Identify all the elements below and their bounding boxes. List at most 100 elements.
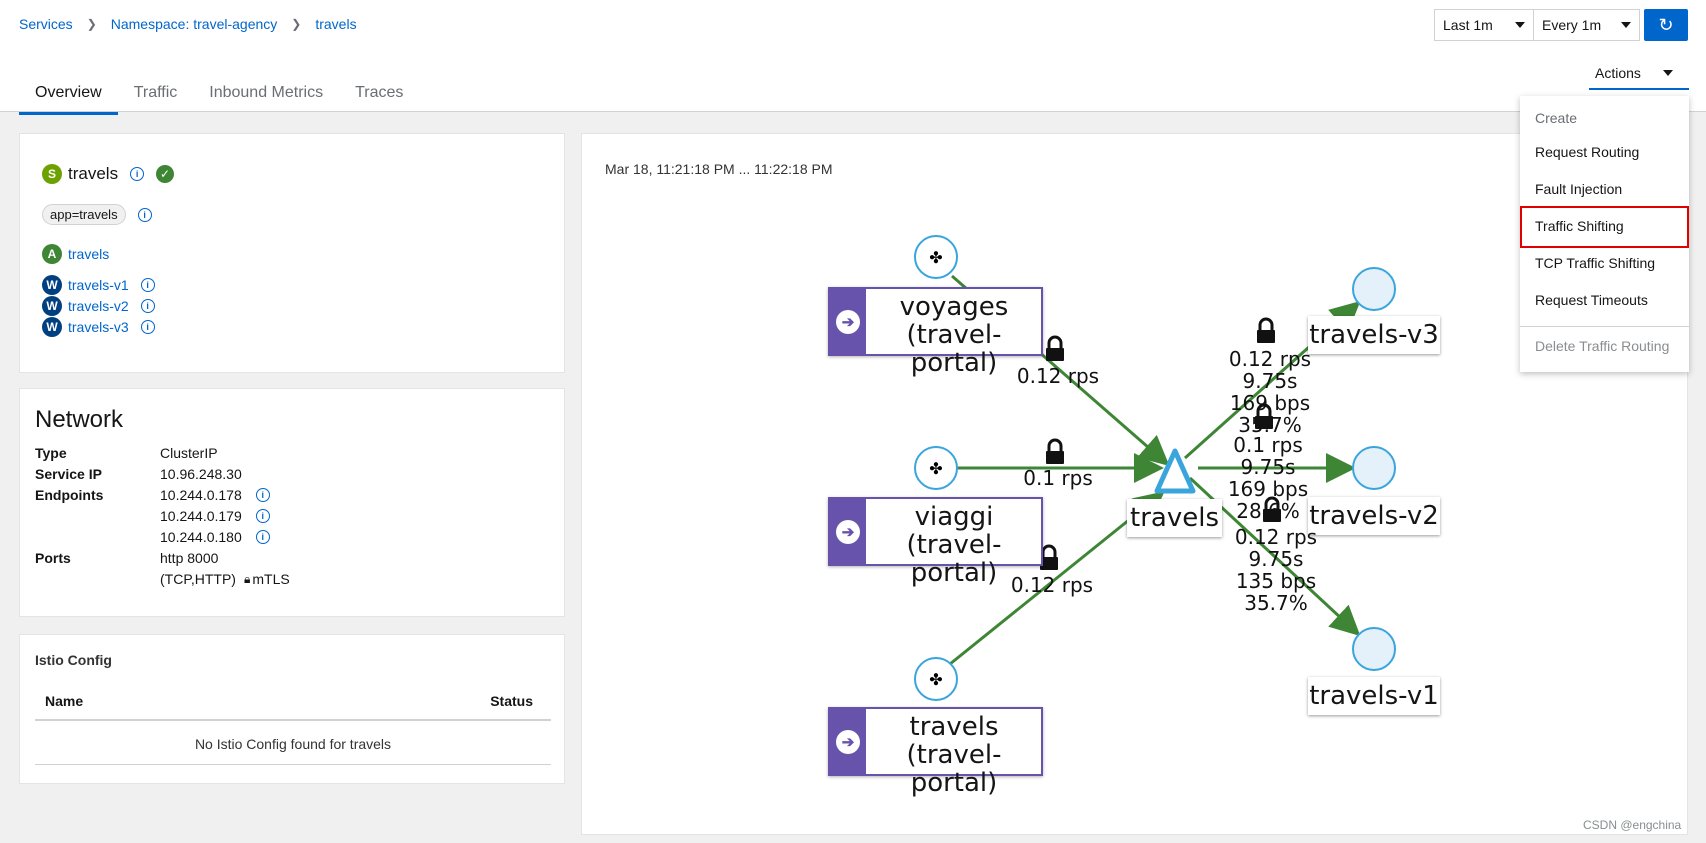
- node-name: travels: [909, 712, 999, 742]
- workload-badge: W: [42, 296, 62, 316]
- duration-value: Last 1m: [1443, 17, 1493, 33]
- info-icon[interactable]: i: [140, 278, 155, 292]
- workload-row: W travels-v1 i: [42, 275, 155, 295]
- edge-throughput: 169 bps: [1229, 391, 1311, 415]
- menu-item-tcp-traffic-shifting[interactable]: TCP Traffic Shifting: [1535, 255, 1656, 271]
- sync-icon: ↻: [1658, 14, 1674, 35]
- port-protocol-row: (TCP,HTTP) 🔒︎ mTLS: [160, 571, 290, 587]
- menu-item-traffic-shifting[interactable]: Traffic Shifting: [1535, 218, 1624, 234]
- chevron-right-icon: ❯: [86, 17, 97, 31]
- info-icon[interactable]: i: [130, 167, 145, 181]
- node-label-v1[interactable]: travels-v1: [1308, 677, 1440, 715]
- tab-overview[interactable]: Overview: [19, 76, 118, 115]
- edge-rps: 0.1 rps: [1233, 433, 1303, 457]
- source-node-travels-portal[interactable]: ✤: [914, 657, 958, 701]
- info-icon[interactable]: i: [140, 299, 155, 313]
- edge-latency: 9.75s: [1242, 369, 1298, 393]
- node-label-viaggi[interactable]: ➔ viaggi (travel-portal): [828, 497, 1043, 587]
- node-name: voyages: [899, 292, 1009, 322]
- node-label-voyages[interactable]: ➔ voyages (travel-portal): [828, 287, 1043, 377]
- endpoint-ip: 10.244.0.179: [160, 508, 242, 524]
- workload-node-v1[interactable]: [1352, 627, 1396, 671]
- endpoint-ip: 10.244.0.178: [160, 487, 242, 503]
- service-node-travels[interactable]: [1154, 448, 1196, 494]
- info-icon[interactable]: i: [140, 320, 155, 334]
- type-value: ClusterIP: [160, 445, 218, 461]
- arrow-right-icon: ➔: [836, 729, 860, 754]
- refresh-button[interactable]: ↻: [1644, 9, 1688, 41]
- menu-item-request-timeouts[interactable]: Request Timeouts: [1535, 292, 1648, 308]
- workload-badge: W: [42, 317, 62, 337]
- menu-divider: [1520, 326, 1689, 327]
- tab-traces[interactable]: Traces: [355, 84, 404, 101]
- watermark: CSDN @engchina: [1583, 818, 1682, 832]
- edge-rps: 0.12 rps: [1228, 347, 1312, 371]
- edge-rps: 0.12 rps: [1234, 525, 1318, 549]
- info-icon[interactable]: i: [137, 207, 152, 222]
- edge-percentage: 35.7%: [1244, 591, 1308, 615]
- edge-label-viaggi: 0.1 rps: [1023, 466, 1093, 490]
- network-icon: ✤: [929, 248, 942, 267]
- workload-badge: W: [42, 275, 62, 295]
- highlight-box: [1520, 206, 1689, 248]
- mtls-label: mTLS: [252, 571, 290, 587]
- edge-percentage: 28.6%: [1236, 499, 1300, 523]
- lock-icon: [1046, 335, 1064, 361]
- edge-label-voyages: 0.12 rps: [1016, 364, 1100, 388]
- workload-link[interactable]: travels-v1: [68, 277, 129, 293]
- edge-throughput: 169 bps: [1227, 477, 1309, 501]
- endpoint-row: 10.244.0.178 i: [160, 487, 270, 503]
- actions-menu: Create Request Routing Fault Injection T…: [1520, 96, 1689, 372]
- workload-node-v3[interactable]: [1352, 267, 1396, 311]
- service-ip-label: Service IP: [35, 466, 102, 482]
- workload-node-v2[interactable]: [1352, 446, 1396, 490]
- refresh-interval-select[interactable]: Every 1m: [1533, 9, 1640, 41]
- workload-link[interactable]: travels-v2: [68, 298, 129, 314]
- node-label-v3[interactable]: travels-v3: [1308, 316, 1440, 354]
- menu-item-fault-injection[interactable]: Fault Injection: [1535, 181, 1623, 197]
- service-description-card: S travels i ✓ app=travels i A travels W …: [19, 133, 565, 373]
- source-node-voyages[interactable]: ✤: [914, 235, 958, 279]
- breadcrumb: Services ❯ Namespace: travel-agency ❯ tr…: [19, 16, 357, 32]
- info-icon[interactable]: i: [255, 530, 270, 544]
- lock-icon: [1257, 317, 1275, 343]
- info-icon[interactable]: i: [255, 488, 270, 502]
- actions-button[interactable]: Actions: [1589, 58, 1689, 90]
- node-namespace: (travel-portal): [906, 530, 1002, 588]
- network-card: Network Type ClusterIP Service IP 10.96.…: [19, 388, 565, 617]
- breadcrumb-namespace[interactable]: Namespace: travel-agency: [110, 16, 278, 32]
- app-badge: A: [42, 244, 62, 264]
- service-ip-value: 10.96.248.30: [160, 466, 242, 482]
- caret-down-icon: [1663, 70, 1673, 76]
- tabs: Overview Traffic Inbound Metrics Traces: [19, 76, 419, 115]
- type-label: Type: [35, 445, 67, 461]
- menu-item-request-routing[interactable]: Request Routing: [1535, 144, 1640, 160]
- node-label-travels-portal[interactable]: ➔ travels (travel-portal): [828, 707, 1043, 797]
- tab-traffic[interactable]: Traffic: [133, 84, 178, 101]
- node-label-service[interactable]: travels: [1127, 499, 1222, 537]
- info-icon[interactable]: i: [255, 509, 270, 523]
- lock-icon: 🔒︎: [243, 571, 251, 586]
- node-label-v2[interactable]: travels-v2: [1308, 497, 1440, 535]
- edge-latency: 9.75s: [1248, 547, 1304, 571]
- service-name: travels: [68, 164, 119, 183]
- edge-latency: 9.75s: [1240, 455, 1296, 479]
- lock-icon: [1255, 403, 1273, 429]
- endpoint-row: 10.244.0.179 i: [160, 508, 270, 524]
- chevron-right-icon: ❯: [291, 17, 302, 31]
- column-name[interactable]: Name: [45, 693, 84, 709]
- menu-item-delete-traffic-routing: Delete Traffic Routing: [1535, 338, 1670, 354]
- edge-travels-portal-travels[interactable]: [949, 491, 1165, 666]
- breadcrumb-services[interactable]: Services: [19, 16, 73, 32]
- app-link[interactable]: travels: [68, 246, 110, 262]
- workload-link[interactable]: travels-v3: [68, 319, 129, 335]
- breadcrumb-service[interactable]: travels: [315, 16, 357, 32]
- column-status[interactable]: Status: [490, 693, 533, 709]
- source-node-viaggi[interactable]: ✤: [914, 446, 958, 490]
- caret-down-icon: [1515, 22, 1525, 28]
- istio-config-card: Istio Config Name Status No Istio Config…: [19, 634, 565, 784]
- edge-percentage: 35.7%: [1238, 413, 1302, 437]
- port-protocol: (TCP,HTTP): [160, 571, 236, 587]
- tab-inbound-metrics[interactable]: Inbound Metrics: [209, 84, 324, 101]
